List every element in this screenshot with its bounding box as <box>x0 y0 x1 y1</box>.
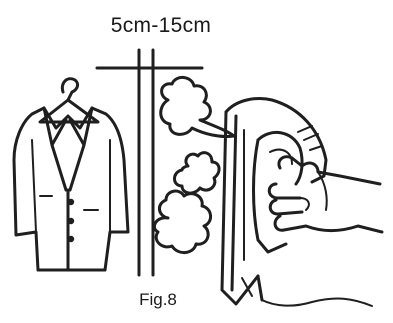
jacket-button <box>68 199 74 205</box>
steam-cloud-icon <box>175 153 220 193</box>
jacket-button <box>68 218 74 224</box>
jacket-icon <box>14 108 128 270</box>
steam-cloud-icon <box>154 191 210 253</box>
jacket-button <box>68 236 74 242</box>
steam-iron-icon <box>222 99 372 307</box>
figure-caption: Fig.8 <box>128 290 188 310</box>
steam-cloud-icon <box>161 77 234 136</box>
